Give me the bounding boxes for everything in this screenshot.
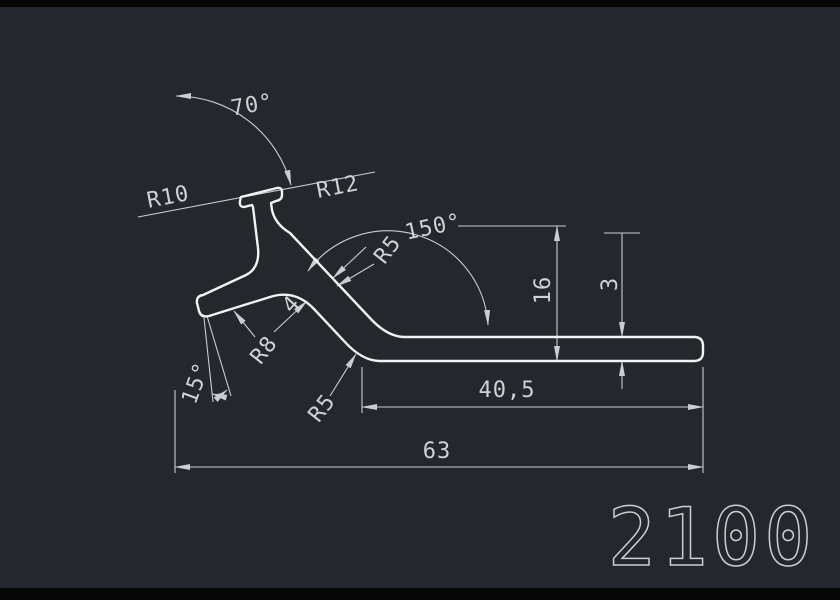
dim-40-5-label: 40,5 [479, 378, 536, 403]
leader-r5-lower [329, 353, 357, 397]
dim-150deg-arc [307, 230, 491, 326]
dim-63-label: 63 [423, 439, 452, 464]
dim-70deg-arc [175, 93, 292, 186]
dim-4-segment-upper [332, 246, 367, 279]
profile-outline [195, 186, 705, 363]
dim-15deg-arc [211, 389, 228, 403]
letterbox-bottom [0, 588, 840, 600]
dim-16-label: 16 [531, 276, 556, 305]
dim-4-segment-lower [273, 300, 308, 333]
dim-15deg-line-b [206, 315, 232, 397]
dim-3-label: 3 [598, 277, 623, 291]
part-number: 2100 [608, 491, 817, 584]
leader-r8 [233, 310, 256, 338]
letterbox-top [0, 0, 840, 7]
dim-r10-r12-tangent-line [137, 171, 376, 218]
leader-r5-upper [336, 263, 375, 287]
dim-15deg-line-a [203, 317, 214, 403]
